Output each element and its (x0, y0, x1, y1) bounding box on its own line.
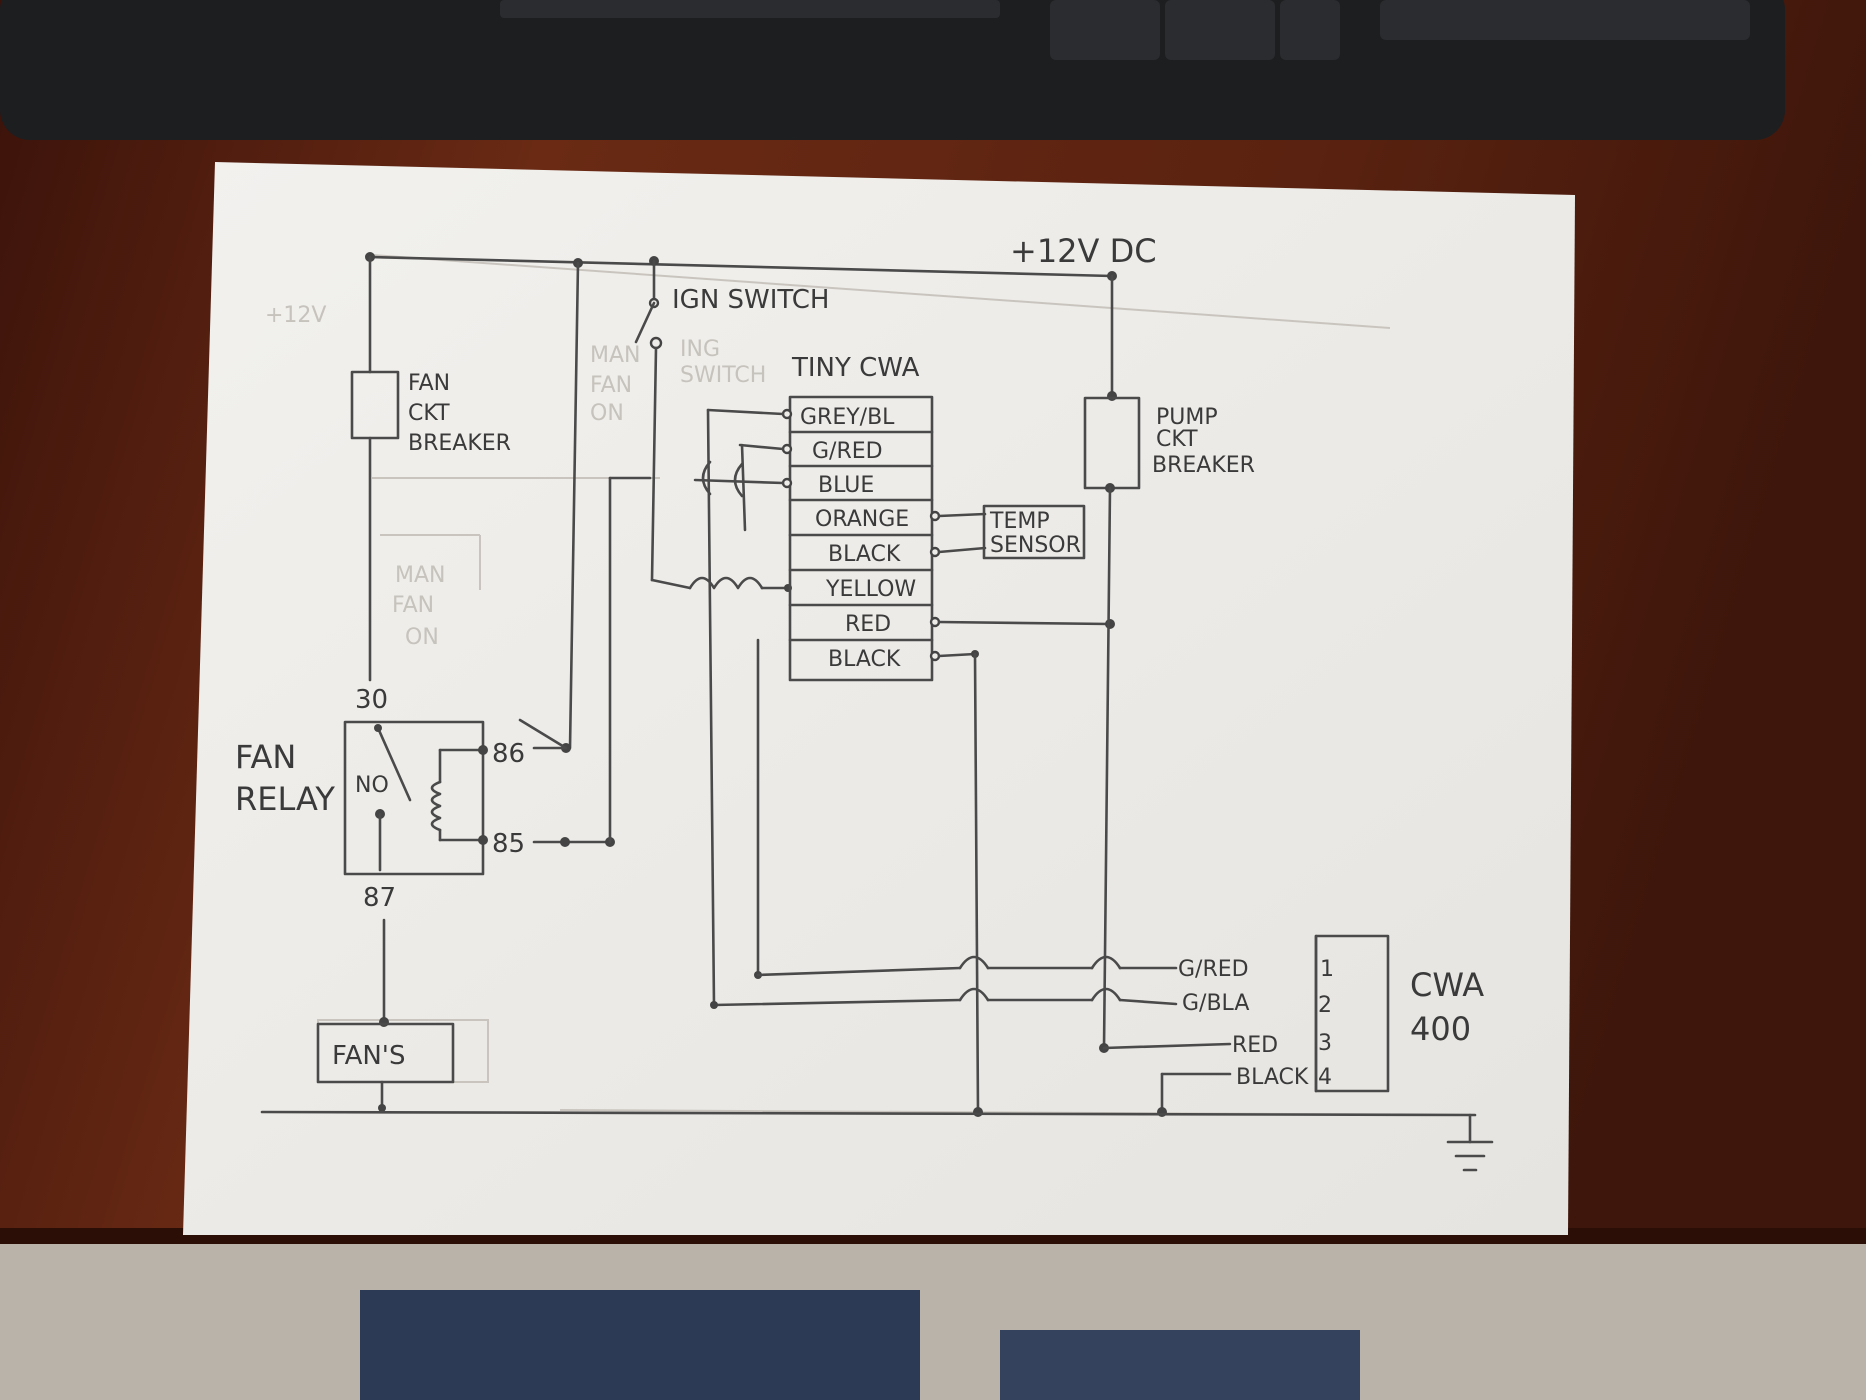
cwa400-wire-2: G/BLA (1182, 991, 1249, 1016)
tiny-cwa-pin-8: BLACK (828, 647, 901, 672)
tiny-cwa-title: TINY CWA (791, 353, 920, 383)
keyboard-key (1380, 0, 1750, 40)
jeans-right (1000, 1330, 1360, 1400)
erased-sketch: +12V MAN FAN ON ING SWITCH MAN FAN ON (265, 254, 1471, 1116)
relay-no-label: NO (355, 773, 389, 798)
cwa400-wire-3: RED (1232, 1033, 1278, 1058)
tiny-cwa-pin-3: BLUE (818, 473, 874, 498)
temp-sensor-line-1: TEMP (989, 509, 1050, 534)
erased-ing: ING (680, 337, 720, 362)
cwa400-pin-2: 2 (1318, 993, 1332, 1018)
tiny-cwa-pin-2: G/RED (812, 439, 883, 464)
cwa400-pin-4: 4 (1318, 1065, 1332, 1090)
fan-breaker-line-2: CKT (408, 401, 450, 426)
tiny-cwa-pin-6: YELLOW (825, 577, 916, 602)
fan-breaker-box (350, 370, 400, 440)
erased-on-2: ON (405, 625, 439, 650)
erased-on: ON (590, 401, 624, 426)
erased-fan-2: FAN (392, 593, 434, 618)
erased-man: MAN (590, 343, 641, 368)
fans-box (316, 1022, 455, 1084)
keyboard-key (1280, 0, 1340, 60)
relay-pin-85: 85 (492, 829, 525, 859)
tiny-cwa-block (788, 395, 934, 682)
paper-sheet (183, 162, 1575, 1235)
fan-relay-line-2: RELAY (235, 780, 335, 818)
jeans (360, 1290, 920, 1400)
wiring (260, 252, 1494, 1172)
temp-sensor-box (982, 504, 1086, 560)
ign-switch-label: IGN SWITCH (672, 285, 829, 315)
keyboard-key (1050, 0, 1160, 60)
cwa400-wire-4: BLACK (1236, 1065, 1309, 1090)
keyboard-key (500, 0, 1000, 18)
fans-label: FAN'S (332, 1041, 405, 1071)
relay-pin-87: 87 (363, 883, 396, 913)
fan-relay-box (343, 720, 485, 876)
fan-breaker-line-1: FAN (408, 371, 450, 396)
tiny-cwa-pin-5: BLACK (828, 542, 901, 567)
relay-pin-30: 30 (355, 685, 388, 715)
temp-sensor-line-2: SENSOR (990, 533, 1081, 558)
fan-relay-line-1: FAN (235, 738, 296, 776)
erased-man-2: MAN (395, 563, 446, 588)
pump-breaker-line-2: CKT (1156, 427, 1198, 452)
cwa400-pin-1: 1 (1320, 957, 1334, 982)
erased-fan: FAN (590, 373, 632, 398)
pump-breaker-line-1: PUMP (1156, 405, 1218, 430)
fan-breaker-line-3: BREAKER (408, 431, 511, 456)
cwa400-title-2: 400 (1410, 1010, 1471, 1048)
pump-breaker-line-3: BREAKER (1152, 453, 1255, 478)
tiny-cwa-pin-1: GREY/BL (800, 405, 895, 430)
cwa400-pin-3: 3 (1318, 1031, 1332, 1056)
tiny-cwa-pin-7: RED (845, 612, 891, 637)
relay-pin-86: 86 (492, 739, 525, 769)
erased-switch: SWITCH (680, 363, 766, 388)
keyboard-key (1165, 0, 1275, 60)
cwa400-title-1: CWA (1410, 966, 1484, 1004)
erased-12v-label: +12V (265, 303, 326, 328)
labels: +12V DC IGN SWITCH TINY CWA GREY/BL G/RE… (235, 232, 1484, 1090)
cwa400-wire-1: G/RED (1178, 957, 1249, 982)
floor-area (0, 1235, 1866, 1400)
tiny-cwa-pin-4: ORANGE (815, 507, 909, 532)
supply-label: +12V DC (1010, 232, 1157, 270)
